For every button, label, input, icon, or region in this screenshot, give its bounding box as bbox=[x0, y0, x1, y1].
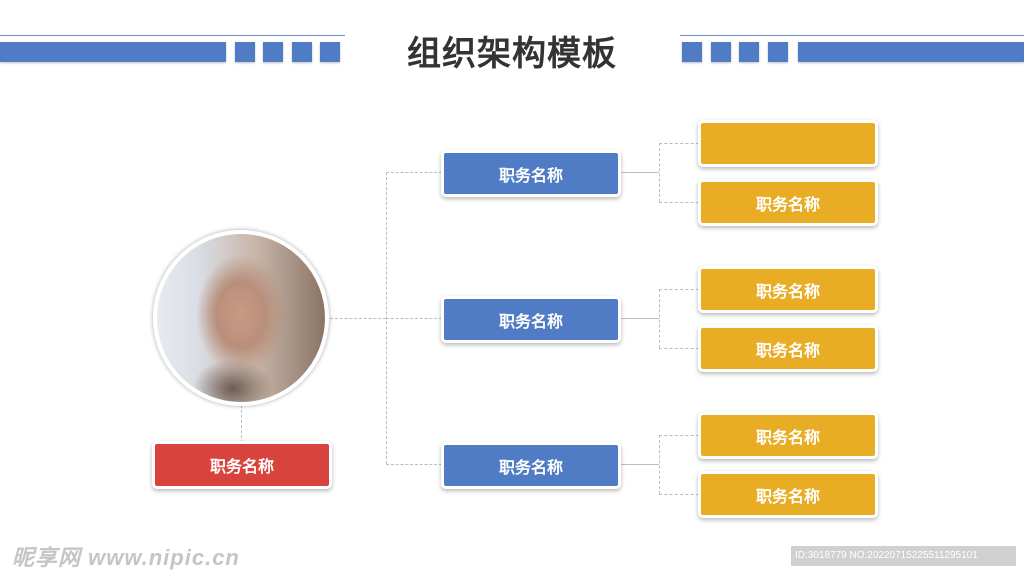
header-line-right bbox=[680, 35, 1024, 36]
header-line-left bbox=[0, 35, 345, 36]
connector-branch bbox=[386, 464, 442, 465]
watermark-site: 昵享网 www.nipic.cn bbox=[12, 545, 240, 570]
connector-sub-branch bbox=[659, 435, 699, 436]
level2-box-6[interactable]: 职务名称 bbox=[698, 471, 878, 518]
level1-label: 职务名称 bbox=[498, 313, 563, 331]
level2-label: 职务名称 bbox=[755, 196, 820, 214]
level1-label: 职务名称 bbox=[498, 459, 563, 477]
connector-sub-branch bbox=[659, 143, 699, 144]
header-square bbox=[292, 42, 312, 62]
level2-label: 职务名称 bbox=[755, 488, 820, 506]
connector-avatar-root bbox=[241, 405, 242, 443]
level1-label: 职务名称 bbox=[498, 167, 563, 185]
header-square bbox=[263, 42, 283, 62]
level2-box-3[interactable]: 职务名称 bbox=[698, 266, 878, 313]
level2-box-1[interactable] bbox=[698, 120, 878, 167]
level2-label: 职务名称 bbox=[755, 283, 820, 301]
level2-box-5[interactable]: 职务名称 bbox=[698, 412, 878, 459]
connector-sub-branch bbox=[659, 202, 699, 203]
connector-sub-branch bbox=[659, 289, 699, 290]
level1-box-2[interactable]: 职务名称 bbox=[441, 296, 621, 343]
connector-sub-vertical bbox=[659, 435, 660, 494]
level1-box-1[interactable]: 职务名称 bbox=[441, 150, 621, 197]
header-square bbox=[768, 42, 788, 62]
avatar bbox=[153, 230, 329, 406]
connector-sub-branch bbox=[659, 348, 699, 349]
header-bar-right bbox=[798, 42, 1024, 62]
header-bar-left bbox=[0, 42, 226, 62]
level2-box-2[interactable]: 职务名称 bbox=[698, 179, 878, 226]
header-square bbox=[682, 42, 702, 62]
connector-sub-vertical bbox=[659, 143, 660, 202]
level1-box-3[interactable]: 职务名称 bbox=[441, 442, 621, 489]
level2-label: 职务名称 bbox=[755, 429, 820, 447]
level2-label: 职务名称 bbox=[755, 342, 820, 360]
header-square bbox=[711, 42, 731, 62]
connector-sub-branch bbox=[659, 494, 699, 495]
connector-sub-trunk bbox=[618, 172, 659, 173]
level2-box-4[interactable]: 职务名称 bbox=[698, 325, 878, 372]
header-square bbox=[739, 42, 759, 62]
root-position-label: 职务名称 bbox=[209, 459, 274, 476]
connector-root-trunk bbox=[330, 318, 386, 319]
root-position-box[interactable]: 职务名称 bbox=[152, 441, 332, 489]
connector-sub-vertical bbox=[659, 289, 660, 348]
watermark-id: ID:3018779 NO:20220715225511295101 bbox=[791, 546, 1016, 566]
connector-sub-trunk bbox=[618, 318, 659, 319]
connector-branch bbox=[386, 172, 442, 173]
page-title: 组织架构模板 bbox=[407, 35, 617, 73]
connector-branch bbox=[386, 318, 442, 319]
header-square bbox=[235, 42, 255, 62]
header-square bbox=[320, 42, 340, 62]
connector-sub-trunk bbox=[618, 464, 659, 465]
